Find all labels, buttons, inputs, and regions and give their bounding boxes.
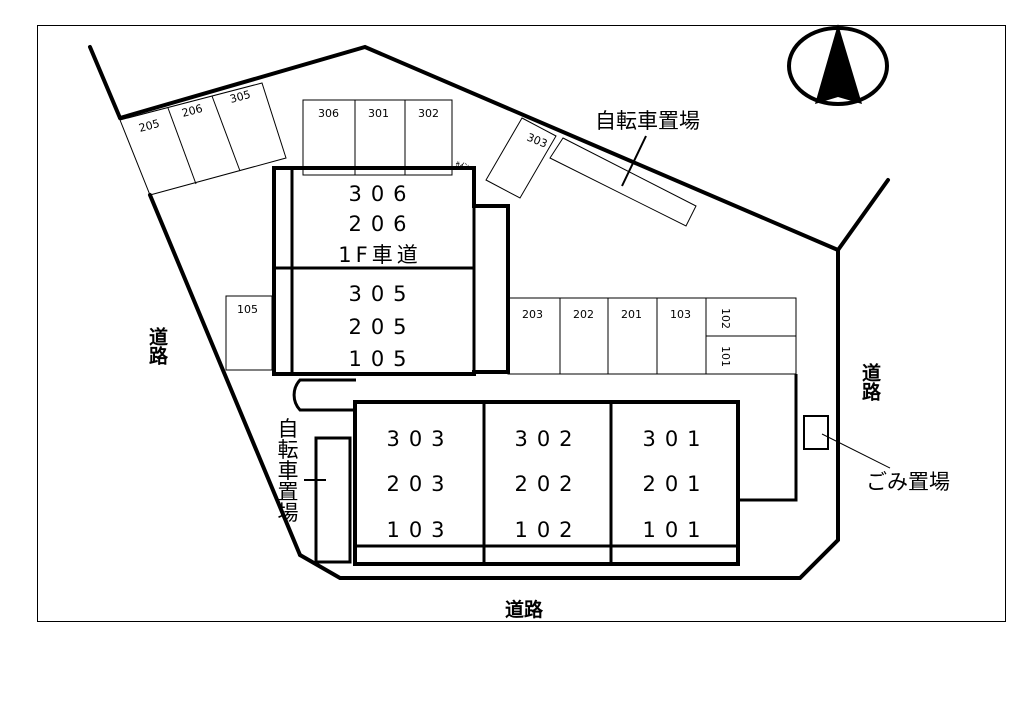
parking-label: 303 xyxy=(525,131,549,151)
garbage-area: ごみ置場 xyxy=(803,415,950,494)
bicycle-parking-top: 自転車置場 xyxy=(549,109,700,227)
parking-label: 306 xyxy=(318,107,339,120)
unit-label: 1F車道 xyxy=(338,243,421,267)
unit-label: 201 xyxy=(642,472,709,496)
unit-label: 305 xyxy=(348,282,415,306)
unit-label: 303 xyxy=(386,427,453,451)
parking-105: 105 xyxy=(225,295,273,371)
bicycle-parking-left: 自転車置場 xyxy=(275,418,352,564)
map-frame xyxy=(37,25,1006,622)
unit-label: 203 xyxy=(386,472,453,496)
parking-label: 302 xyxy=(418,107,439,120)
parking-label: 203 xyxy=(522,308,543,321)
unit-label: 202 xyxy=(514,472,581,496)
bicycle-parking-label: 自転車置場 xyxy=(275,418,299,523)
parking-top-row: 306 301 302 xyxy=(302,99,453,176)
parking-label: 105 xyxy=(237,303,258,316)
road-label-right: 道路 xyxy=(859,362,881,402)
unit-label: 302 xyxy=(514,427,581,451)
unit-label: 103 xyxy=(386,518,453,542)
unit-label: 105 xyxy=(348,347,415,371)
site-boundary xyxy=(88,44,890,580)
parking-label: 202 xyxy=(573,308,594,321)
parking-middle-row: 203 202 201 103 102 101 xyxy=(507,297,797,375)
building-b: 303 203 103 302 202 102 301 201 101 xyxy=(353,400,740,566)
north-arrow-icon xyxy=(787,24,889,106)
unit-label: 206 xyxy=(348,212,415,236)
unit-label: 101 xyxy=(642,518,709,542)
building-a: 306 206 1F車道 305 205 105 xyxy=(272,166,510,412)
road-label-left: 道路 xyxy=(146,326,168,366)
parking-label: 101 xyxy=(719,346,732,367)
bicycle-parking-label: 自転車置場 xyxy=(595,109,700,133)
garbage-label: ごみ置場 xyxy=(866,470,950,494)
parking-label: 305 xyxy=(228,88,252,106)
unit-label: 102 xyxy=(514,518,581,542)
parking-label: 102 xyxy=(719,308,732,329)
parking-top-left: 205 206 305 xyxy=(119,82,287,196)
parking-label: 301 xyxy=(368,107,389,120)
unit-label: 306 xyxy=(348,182,415,206)
road-label-bottom: 道路 xyxy=(505,598,544,621)
parking-label: 201 xyxy=(621,308,642,321)
parking-label: 205 xyxy=(137,117,161,135)
path-line xyxy=(738,374,798,502)
parking-label: 103 xyxy=(670,308,691,321)
unit-label: 205 xyxy=(348,315,415,339)
unit-label: 301 xyxy=(642,427,709,451)
parking-label: 206 xyxy=(180,102,204,120)
parking-diagonal: 303 xyxy=(485,117,557,199)
